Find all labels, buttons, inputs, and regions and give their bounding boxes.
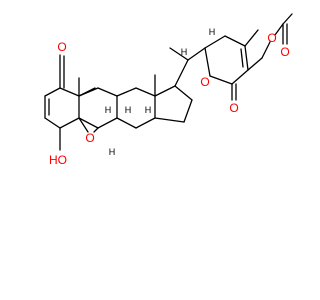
stereo-hydrogen-label: H bbox=[145, 105, 152, 115]
hydroxyl-label: HO bbox=[49, 153, 67, 167]
bond bbox=[44, 87, 61, 97]
bond bbox=[224, 35, 246, 47]
bond bbox=[282, 13, 293, 25]
bond bbox=[59, 87, 80, 97]
stereo-hydrogen-labels: H H H H H H bbox=[105, 27, 216, 157]
bond bbox=[135, 117, 156, 129]
stereo-hydrogen-label: H bbox=[209, 27, 216, 37]
bond bbox=[154, 117, 185, 123]
bond bbox=[244, 29, 259, 47]
bond bbox=[209, 75, 233, 85]
bond bbox=[78, 117, 99, 129]
bond bbox=[244, 45, 249, 71]
bond bbox=[93, 127, 99, 133]
bond bbox=[78, 117, 89, 133]
bond bbox=[59, 117, 80, 129]
bond bbox=[78, 87, 99, 97]
stereo-hydrogen-label: H bbox=[125, 105, 132, 115]
bond bbox=[247, 57, 263, 71]
bond-lines bbox=[44, 13, 293, 151]
bond bbox=[135, 87, 156, 97]
bond bbox=[187, 47, 206, 61]
bond bbox=[240, 48, 244, 68]
bond bbox=[183, 99, 193, 123]
atom-labels: O O HO O O O O bbox=[49, 31, 290, 167]
bond bbox=[116, 87, 137, 97]
ester-oxygen-label: O bbox=[267, 31, 276, 45]
bond bbox=[169, 47, 189, 61]
bond bbox=[174, 59, 189, 87]
bond bbox=[97, 117, 118, 129]
bond bbox=[97, 87, 118, 97]
molecule-diagram: O O HO O O O O H H H H H H bbox=[44, 13, 293, 167]
bond bbox=[261, 41, 271, 59]
bond bbox=[44, 117, 61, 129]
bond bbox=[154, 85, 176, 97]
stereo-hydrogen-label: H bbox=[181, 47, 188, 57]
stereo-hydrogen-label: H bbox=[109, 147, 116, 157]
bond bbox=[204, 47, 211, 77]
bond bbox=[274, 23, 284, 36]
bond bbox=[204, 35, 226, 49]
bond bbox=[174, 85, 193, 101]
lactone-carbonyl-oxygen-label: O bbox=[229, 101, 238, 115]
acetyl-carbonyl-oxygen-label: O bbox=[280, 45, 289, 59]
epoxide-oxygen-label: O bbox=[85, 131, 94, 145]
stereo-hydrogen-label: H bbox=[105, 105, 112, 115]
bond bbox=[116, 117, 137, 129]
bond bbox=[231, 69, 249, 85]
ketone-oxygen-label: O bbox=[57, 40, 66, 54]
lactone-ring-oxygen-label: O bbox=[200, 75, 209, 89]
